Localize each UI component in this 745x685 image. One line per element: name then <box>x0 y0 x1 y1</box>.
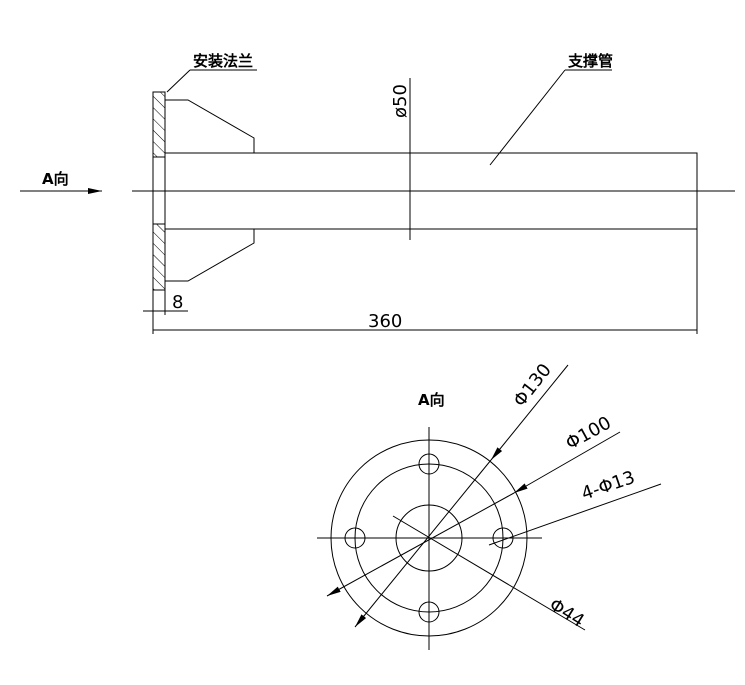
dim-holes: 4-Φ13 <box>579 467 638 505</box>
dim-inner: Φ44 <box>545 594 588 631</box>
dim-inner-leader <box>392 515 586 631</box>
inner-circle <box>395 504 463 572</box>
flange-hatch-top <box>152 91 166 158</box>
bolt-circle <box>354 463 504 613</box>
bolt-hole <box>344 527 366 549</box>
dim-bolt-circle-leader <box>513 431 621 494</box>
dim-outer-leader <box>490 364 569 461</box>
outer-circle <box>330 439 528 637</box>
bolt-hole <box>418 601 440 623</box>
dim-holes-leader <box>488 483 662 546</box>
support-tube <box>164 152 698 230</box>
dim-total-length: 360 <box>368 311 402 332</box>
dim-bolt-circle-leader <box>326 492 515 597</box>
side-view: 安装法兰 支撑管 A向 ø50 8 360 <box>20 52 735 334</box>
bolt-hole <box>418 453 440 475</box>
end-view: A向 Φ130 Φ100 4-Φ13 Φ44 <box>317 360 662 650</box>
dim-outer: Φ130 <box>509 360 555 411</box>
end-view-title: A向 <box>418 391 445 409</box>
dim-tube-diameter: ø50 <box>390 84 411 118</box>
tube-label: 支撑管 <box>567 52 613 70</box>
dim-flange-thickness: 8 <box>172 292 183 313</box>
gusset-top <box>165 99 255 153</box>
flange-label: 安装法兰 <box>193 52 253 70</box>
dim-bolt-circle: Φ100 <box>562 412 615 454</box>
gusset-bottom <box>165 229 255 282</box>
view-arrow-label: A向 <box>42 170 69 188</box>
bolt-hole <box>492 527 514 549</box>
flange-hatch-bottom <box>152 223 166 291</box>
tube-leader <box>489 69 566 166</box>
flange-leader <box>166 69 191 93</box>
